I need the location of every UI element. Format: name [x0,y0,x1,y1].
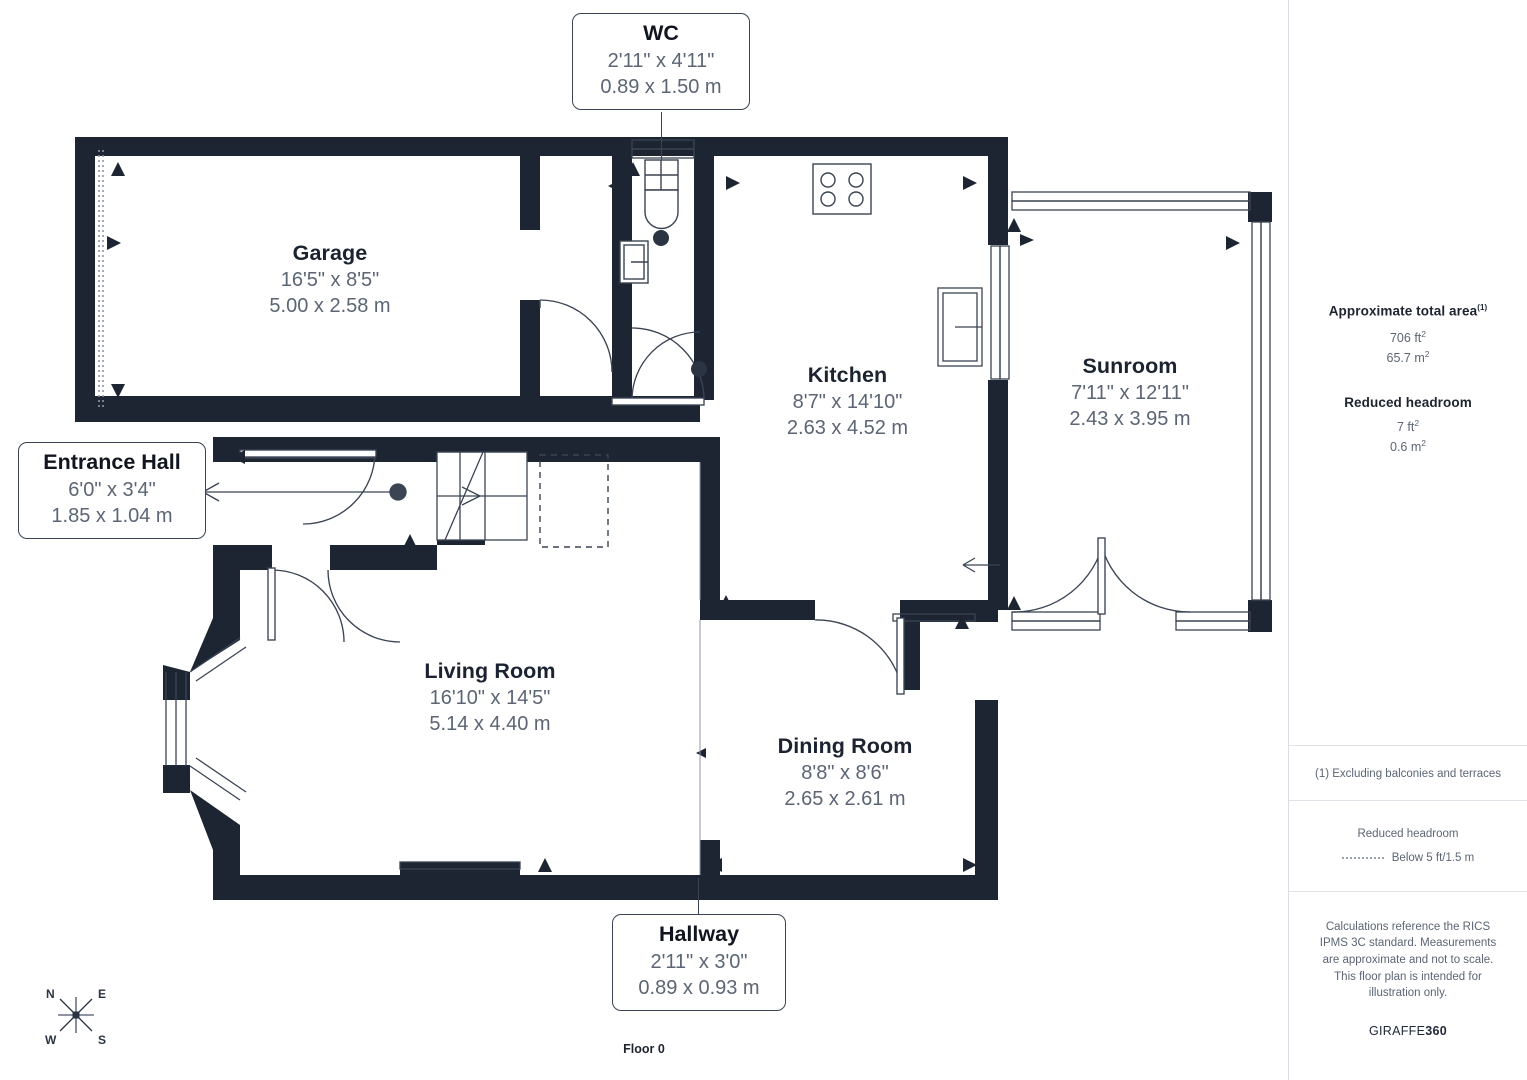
room-name: Dining Room [777,734,913,758]
room-dim-metric: 0.89 x 0.93 m [638,977,760,1000]
room-dim-metric: 1.85 x 1.04 m [51,505,173,528]
room-dim-metric: 5.14 x 4.40 m [429,713,551,736]
compass-icon [58,997,94,1033]
brand-logo: GIRAFFE360 [1311,1024,1505,1038]
reduced-headroom-ft: 7 ft2 [1289,417,1527,438]
compass-north-label: N [46,987,55,1001]
info-panel: Approximate total area(1) 706 ft2 65.7 m… [1288,0,1527,1080]
compass-south-label: S [98,1033,107,1047]
room-callout-hallway: Hallway 2'11" x 3'0" 0.89 x 0.93 m [612,914,786,1011]
footnote-section: (1) Excluding balconies and terraces [1289,744,1527,800]
total-area-m-unit-sup: 2 [1424,349,1430,360]
reduced-headroom-region [539,454,609,548]
legend-item-label: Below 5 ft/1.5 m [1391,851,1475,864]
room-name: WC [643,21,679,45]
room-dim-imperial: 6'0" x 3'4" [68,478,156,501]
legend-row: Below 5 ft/1.5 m [1303,852,1513,864]
room-label-sunroom: Sunroom 7'11" x 12'11" 2.43 x 3.95 m [985,353,1275,433]
room-name: Sunroom [1082,354,1178,378]
total-area-title-text: Approximate total area [1328,303,1478,319]
entrance-leader [189,481,407,503]
room-name: Kitchen [807,363,888,387]
total-area-ft-value: 706 ft [1389,330,1422,345]
room-callout-wc: WC 2'11" x 4'11" 0.89 x 1.50 m [572,13,750,110]
room-dim-metric: 0.89 x 1.50 m [600,76,722,99]
room-name: Living Room [424,659,556,683]
floor-label: Floor 0 [623,1042,665,1056]
footnote-marker: (1) [1477,303,1488,312]
room-dim-imperial: 2'11" x 4'11" [607,49,715,72]
room-dim-imperial: 7'11" x 12'11" [1071,381,1189,404]
total-area-ft: 706 ft2 [1289,328,1527,349]
room-label-kitchen: Kitchen 8'7" x 14'10" 2.63 x 4.52 m [705,362,990,442]
reduced-headroom-section: Reduced headroom 7 ft2 0.6 m2 [1289,369,1527,458]
fixtures-layer [619,159,872,284]
reduced-headroom-ft-value: 7 ft [1396,419,1415,434]
reduced-headroom-ft-unit-sup: 2 [1414,417,1420,428]
room-label-living-room: Living Room 16'10" x 14'5" 5.14 x 4.40 m [345,658,635,738]
total-area-m-value: 65.7 m [1386,351,1425,366]
room-name: Entrance Hall [43,450,181,474]
room-label-dining-room: Dining Room 8'8" x 8'6" 2.65 x 2.61 m [700,733,990,813]
room-dim-metric: 2.63 x 4.52 m [786,417,909,440]
room-dim-imperial: 2'11" x 3'0" [650,950,748,973]
legend-title: Reduced headroom [1357,827,1459,840]
room-callout-entrance-hall: Entrance Hall 6'0" x 3'4" 1.85 x 1.04 m [18,442,206,539]
room-dim-imperial: 16'10" x 14'5" [429,686,551,709]
room-dim-imperial: 16'5" x 8'5" [280,268,380,291]
total-area-m: 65.7 m2 [1289,348,1527,369]
total-area-section: Approximate total area(1) 706 ft2 65.7 m… [1289,0,1527,369]
doors-layer [239,299,1191,695]
reduced-headroom-m: 0.6 m2 [1289,437,1527,458]
total-area-title: Approximate total area(1) [1289,303,1527,319]
reduced-headroom-m-value: 0.6 m [1390,440,1422,455]
reduced-headroom-title: Reduced headroom [1344,394,1472,410]
footnote-text: (1) Excluding balconies and terraces [1314,767,1502,780]
reduced-headroom-m-unit-sup: 2 [1421,438,1426,449]
compass-east-label: E [98,987,107,1001]
dimension-ticks [107,162,1240,872]
room-label-garage: Garage 16'5" x 8'5" 5.00 x 2.58 m [185,240,475,320]
brand-name-light: GIRAFFE [1368,1023,1426,1038]
stairs [436,451,528,541]
room-dim-imperial: 8'7" x 14'10" [792,390,903,413]
room-dim-metric: 2.65 x 2.61 m [784,788,906,811]
room-name: Garage [292,241,368,265]
windows-layer [98,139,1271,870]
disclaimer-section: Calculations reference the RICS IPMS 3C … [1289,890,1527,1038]
room-dim-imperial: 8'8" x 8'6" [801,761,889,784]
door-pivots [653,230,707,377]
compass-rose: N E W S [28,975,124,1055]
total-area-ft-unit-sup: 2 [1421,328,1426,339]
brand-name-bold: 360 [1425,1023,1448,1038]
room-name: Hallway [658,922,740,946]
compass-west-label: W [45,1033,57,1047]
dotted-line-swatch [1341,856,1384,859]
floor-plan-drawing [75,137,1272,900]
room-dim-metric: 2.43 x 3.95 m [1069,408,1191,431]
wc-leader-line [661,112,663,160]
disclaimer-text: Calculations reference the RICS IPMS 3C … [1319,920,1497,1000]
hallway-leader-line [698,878,700,918]
legend-section: Reduced headroom Below 5 ft/1.5 m [1289,799,1527,891]
room-dim-metric: 5.00 x 2.58 m [269,295,391,318]
